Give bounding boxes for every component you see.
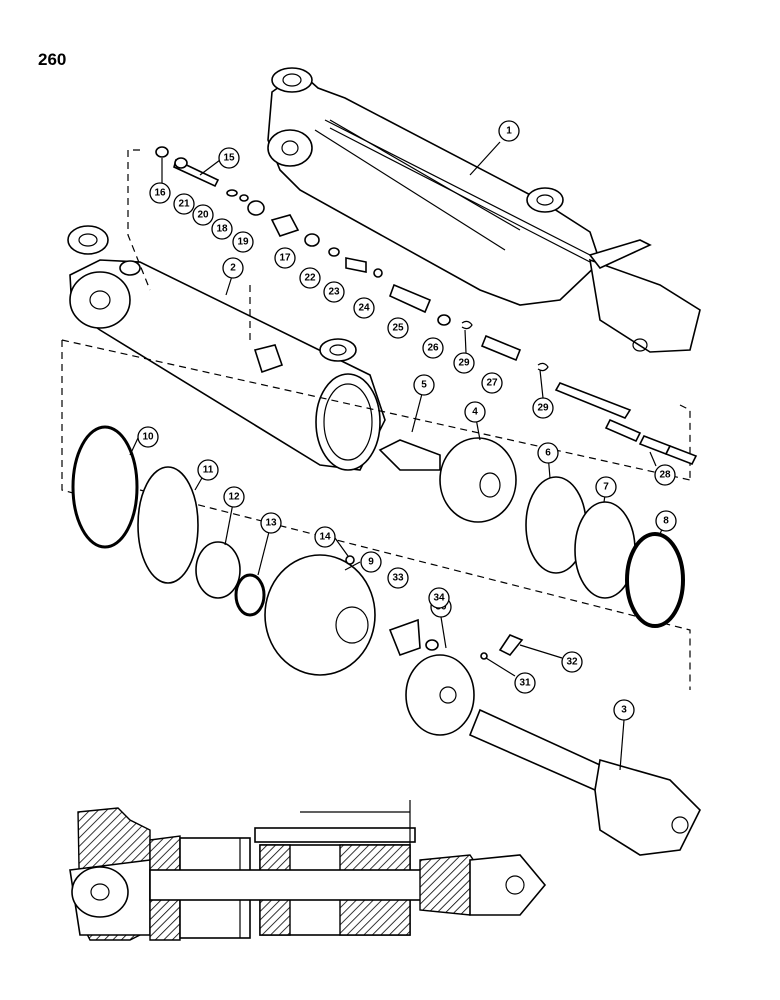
svg-text:18: 18 <box>216 224 228 235</box>
callout-31: 31 <box>514 672 536 694</box>
svg-text:31: 31 <box>519 678 531 689</box>
callout-22: 22 <box>299 267 321 289</box>
svg-text:22: 22 <box>304 273 316 284</box>
page-number: 260 <box>38 50 67 69</box>
callout-29-lower: 29 <box>532 397 554 419</box>
callout-28: 28 <box>654 464 676 486</box>
callout-19: 19 <box>232 231 254 253</box>
small-parts <box>155 146 698 466</box>
callout-7: 7 <box>595 476 617 498</box>
svg-text:8: 8 <box>663 516 669 527</box>
svg-text:13: 13 <box>265 518 277 529</box>
svg-text:14: 14 <box>319 532 331 543</box>
callout-23: 23 <box>323 281 345 303</box>
svg-text:19: 19 <box>237 237 249 248</box>
svg-text:2: 2 <box>230 263 236 274</box>
callout-10: 10 <box>137 426 159 448</box>
svg-text:24: 24 <box>358 303 370 314</box>
piston-group <box>71 425 685 736</box>
rod-clevis <box>468 708 701 856</box>
cylinder-barrel <box>67 225 386 471</box>
callout-34: 34 <box>428 587 450 609</box>
svg-text:11: 11 <box>203 465 214 476</box>
svg-text:27: 27 <box>486 378 498 389</box>
callout-15: 15 <box>218 147 240 169</box>
svg-text:29: 29 <box>458 358 470 369</box>
callout-33: 33 <box>387 567 409 589</box>
section-view <box>69 800 547 941</box>
callout-20: 20 <box>192 204 214 226</box>
callout-9: 9 <box>360 551 382 573</box>
svg-text:32: 32 <box>566 657 578 668</box>
callout-17: 17 <box>274 247 296 269</box>
svg-text:4: 4 <box>472 407 478 418</box>
callout-2: 2 <box>222 257 244 279</box>
callout-32: 32 <box>561 651 583 673</box>
svg-text:12: 12 <box>228 492 240 503</box>
svg-text:29: 29 <box>537 403 549 414</box>
callout-5: 5 <box>413 374 435 396</box>
callout-12: 12 <box>223 486 245 508</box>
callout-13: 13 <box>260 512 282 534</box>
callout-11: 11 <box>197 459 219 481</box>
svg-text:9: 9 <box>368 557 374 568</box>
svg-text:34: 34 <box>433 593 445 604</box>
svg-text:1: 1 <box>506 126 512 137</box>
svg-text:6: 6 <box>545 448 551 459</box>
svg-text:20: 20 <box>197 210 209 221</box>
callout-6: 6 <box>537 442 559 464</box>
svg-text:23: 23 <box>328 287 340 298</box>
svg-text:33: 33 <box>392 573 404 584</box>
callout-18: 18 <box>211 218 233 240</box>
callout-4: 4 <box>464 401 486 423</box>
callout-8: 8 <box>655 510 677 532</box>
callout-29-upper: 29 <box>453 352 475 374</box>
callout-16: 16 <box>149 182 171 204</box>
assembled-cylinder <box>267 67 701 353</box>
svg-text:10: 10 <box>142 432 154 443</box>
callout-3: 3 <box>613 699 635 721</box>
svg-text:17: 17 <box>279 253 291 264</box>
svg-text:25: 25 <box>392 323 404 334</box>
callout-25: 25 <box>387 317 409 339</box>
callout-26: 26 <box>422 337 444 359</box>
callout-1: 1 <box>498 120 520 142</box>
svg-text:3: 3 <box>621 705 627 716</box>
callout-21: 21 <box>173 193 195 215</box>
svg-text:26: 26 <box>427 343 439 354</box>
callout-14: 14 <box>314 526 336 548</box>
callout-24: 24 <box>353 297 375 319</box>
svg-text:15: 15 <box>223 153 235 164</box>
svg-text:21: 21 <box>178 199 190 210</box>
svg-text:16: 16 <box>154 188 166 199</box>
svg-text:5: 5 <box>421 380 427 391</box>
svg-text:7: 7 <box>603 482 609 493</box>
svg-text:28: 28 <box>659 470 671 481</box>
callout-27: 27 <box>481 372 503 394</box>
